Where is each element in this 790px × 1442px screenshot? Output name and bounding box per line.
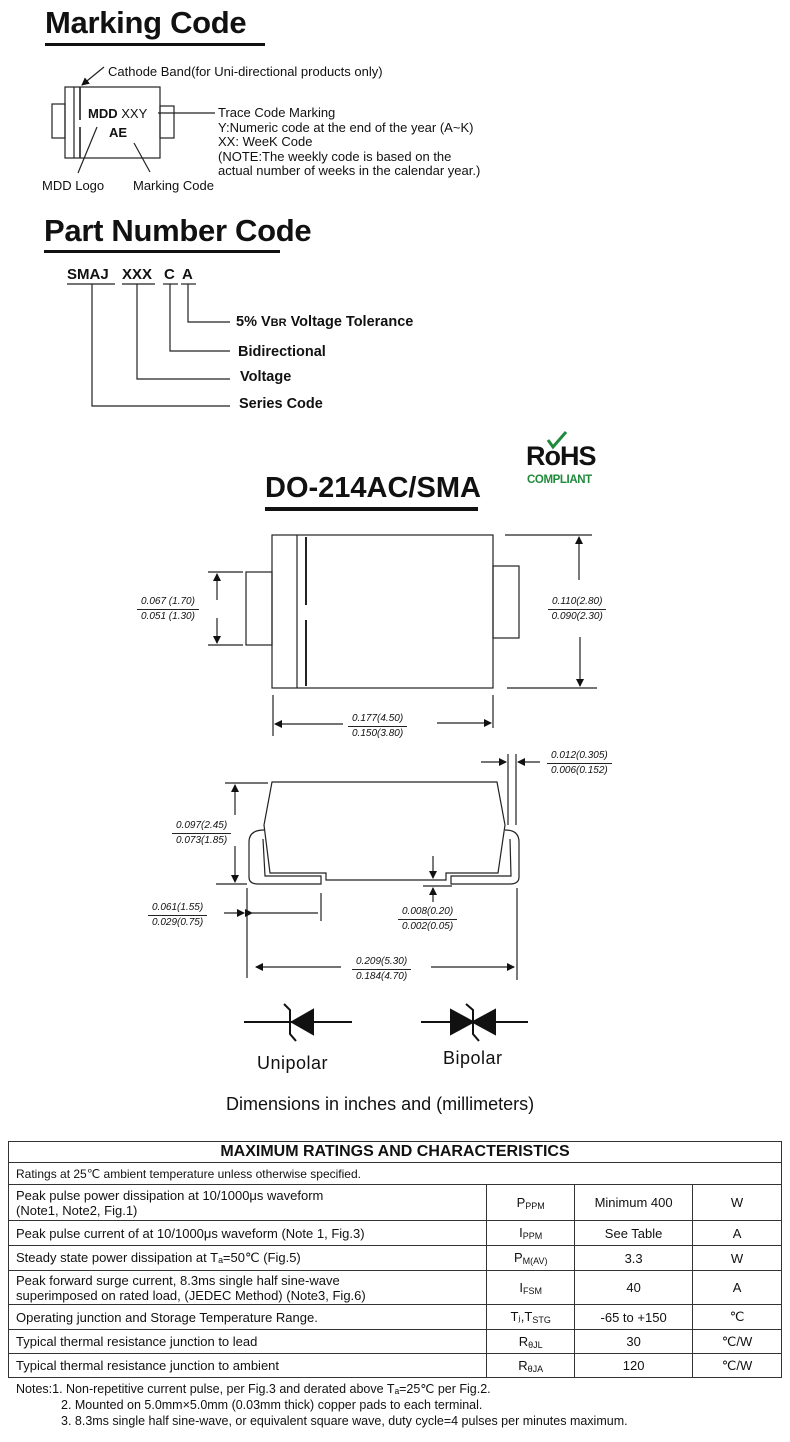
table-row: Operating junction and Storage Temperatu…	[7, 1304, 782, 1330]
param-text: superimposed on rated load, (JEDEC Metho…	[16, 1287, 366, 1303]
bipolar-label: Bipolar	[443, 1048, 503, 1068]
value: See Table	[574, 1220, 694, 1246]
trace-line: Y:Numeric code at the end of the year (A…	[218, 119, 474, 135]
trace-code-description: Trace Code Marking Y:Numeric code at the…	[218, 105, 481, 179]
table-row: Typical thermal resistance junction to a…	[7, 1353, 782, 1378]
part-bidirectional: C	[164, 266, 175, 283]
symbol: PM(AV)	[486, 1245, 576, 1271]
unipolar-label: Unipolar	[257, 1053, 329, 1073]
cathode-band-label: Cathode Band(for Uni-directional product…	[108, 64, 383, 79]
marking-package-outline	[51, 66, 215, 174]
marking-code-label: Marking Code	[133, 178, 214, 193]
part-number-heading: Part Number Code	[44, 213, 312, 248]
marking-code-text: AE	[109, 125, 128, 140]
rohs-logo: RoHS	[526, 441, 596, 471]
param-text: Typical thermal resistance junction to l…	[7, 1329, 488, 1354]
symbol: Tⱼ,TSTG	[486, 1304, 576, 1330]
param-text: Typical thermal resistance junction to a…	[7, 1353, 488, 1378]
dim-standoff: 0.008(0.20)0.002(0.05)	[398, 906, 458, 933]
ratings-table: MAXIMUM RATINGS AND CHARACTERISTICS Rati…	[7, 1141, 782, 1378]
unit: A	[692, 1220, 782, 1246]
symbol: PPPM	[486, 1184, 576, 1221]
mdd-logo-text: MDD	[88, 106, 118, 121]
unit: ℃/W	[692, 1353, 782, 1378]
unit: ℃	[692, 1304, 782, 1330]
symbol: IFSM	[486, 1270, 576, 1305]
dim-height: 0.097(2.45)0.073(1.85)	[172, 820, 232, 847]
voltage-legend: Voltage	[240, 369, 292, 385]
tolerance-legend: 5% VBR Voltage Tolerance	[236, 314, 414, 330]
table-row: Peak pulse current of at 10/1000μs wavef…	[7, 1220, 782, 1246]
dimensions-caption: Dimensions in inches and (millimeters)	[226, 1094, 535, 1114]
value: 40	[574, 1270, 694, 1305]
rohs-check-icon	[546, 431, 568, 450]
param-text: Steady state power dissipation at Tₐ=50℃…	[7, 1245, 488, 1271]
symbol: RθJL	[486, 1329, 576, 1354]
note-item: 3. 8.3ms single half sine-wave, or equiv…	[61, 1414, 628, 1428]
mdd-logo-label: MDD Logo	[42, 178, 105, 193]
unipolar-diode-symbol	[244, 1003, 352, 1042]
dim-lead-thickness: 0.012(0.305)0.006(0.152)	[547, 750, 612, 777]
heading-underline	[44, 250, 280, 253]
trace-line: XX: WeeK Code	[218, 134, 313, 150]
unit: W	[692, 1184, 782, 1221]
package-heading: DO-214AC/SMA	[265, 472, 481, 504]
dim-body-length: 0.177(4.50)0.150(3.80)	[348, 713, 408, 740]
rohs-compliant-text: COMPLIANT	[527, 474, 592, 486]
note-item: 2. Mounted on 5.0mm×5.0mm (0.03mm thick)…	[61, 1398, 483, 1412]
table-row: Typical thermal resistance junction to l…	[7, 1329, 782, 1354]
dim-lead-width: 0.067 (1.70)0.051 (1.30)	[137, 596, 199, 623]
dim-overall-length: 0.209(5.30)0.184(4.70)	[352, 956, 412, 983]
trace-line: actual number of weeks in the calendar y…	[218, 163, 481, 179]
value: 3.3	[574, 1245, 694, 1271]
part-series: SMAJ	[67, 266, 109, 283]
marking-text-line1: MDD XXY	[88, 106, 147, 121]
value: -65 to +150	[574, 1304, 694, 1330]
part-tolerance: A	[182, 266, 193, 283]
trace-line: Trace Code Marking	[218, 105, 336, 120]
dim-lead-length: 0.061(1.55)0.029(0.75)	[148, 902, 208, 929]
trace-code-text: XXY	[121, 106, 148, 121]
part-number-leader-lines	[67, 283, 230, 407]
trace-line: (NOTE:The weekly code is based on the	[218, 148, 452, 164]
param-text: (Note1, Note2, Fig.1)	[16, 1202, 138, 1218]
top-view-drawing	[208, 534, 597, 736]
series-code-legend: Series Code	[239, 396, 323, 412]
table-subtitle: Ratings at 25℃ ambient temperature unles…	[8, 1162, 782, 1185]
param-text: Peak pulse current of at 10/1000μs wavef…	[7, 1220, 488, 1246]
marking-code-heading: Marking Code	[45, 5, 247, 40]
param-text: Peak pulse power dissipation at 10/1000μ…	[16, 1187, 324, 1203]
heading-underline	[265, 507, 478, 511]
unit: ℃/W	[692, 1329, 782, 1354]
note-item: Notes:1. Non-repetitive current pulse, p…	[16, 1382, 491, 1396]
notes: Notes:1. Non-repetitive current pulse, p…	[16, 1381, 628, 1429]
unit: A	[692, 1270, 782, 1305]
value: 30	[574, 1329, 694, 1354]
value: Minimum 400	[574, 1184, 694, 1221]
param-text: Operating junction and Storage Temperatu…	[7, 1304, 488, 1330]
bidirectional-legend: Bidirectional	[238, 344, 326, 360]
symbol: RθJA	[486, 1353, 576, 1378]
symbol: IPPM	[486, 1220, 576, 1246]
table-title: MAXIMUM RATINGS AND CHARACTERISTICS	[8, 1141, 782, 1163]
value: 120	[574, 1353, 694, 1378]
bipolar-diode-symbol	[421, 1003, 528, 1042]
table-row: Steady state power dissipation at Tₐ=50℃…	[7, 1245, 782, 1271]
part-voltage: XXX	[122, 266, 153, 283]
side-view-drawing	[216, 754, 540, 980]
unit: W	[692, 1245, 782, 1271]
table-row: Peak pulse power dissipation at 10/1000μ…	[7, 1184, 782, 1221]
dim-body-width: 0.110(2.80)0.090(2.30)	[548, 596, 607, 623]
table-row: Peak forward surge current, 8.3ms single…	[7, 1270, 782, 1305]
heading-underline	[45, 43, 265, 46]
param-text: Peak forward surge current, 8.3ms single…	[16, 1272, 340, 1288]
